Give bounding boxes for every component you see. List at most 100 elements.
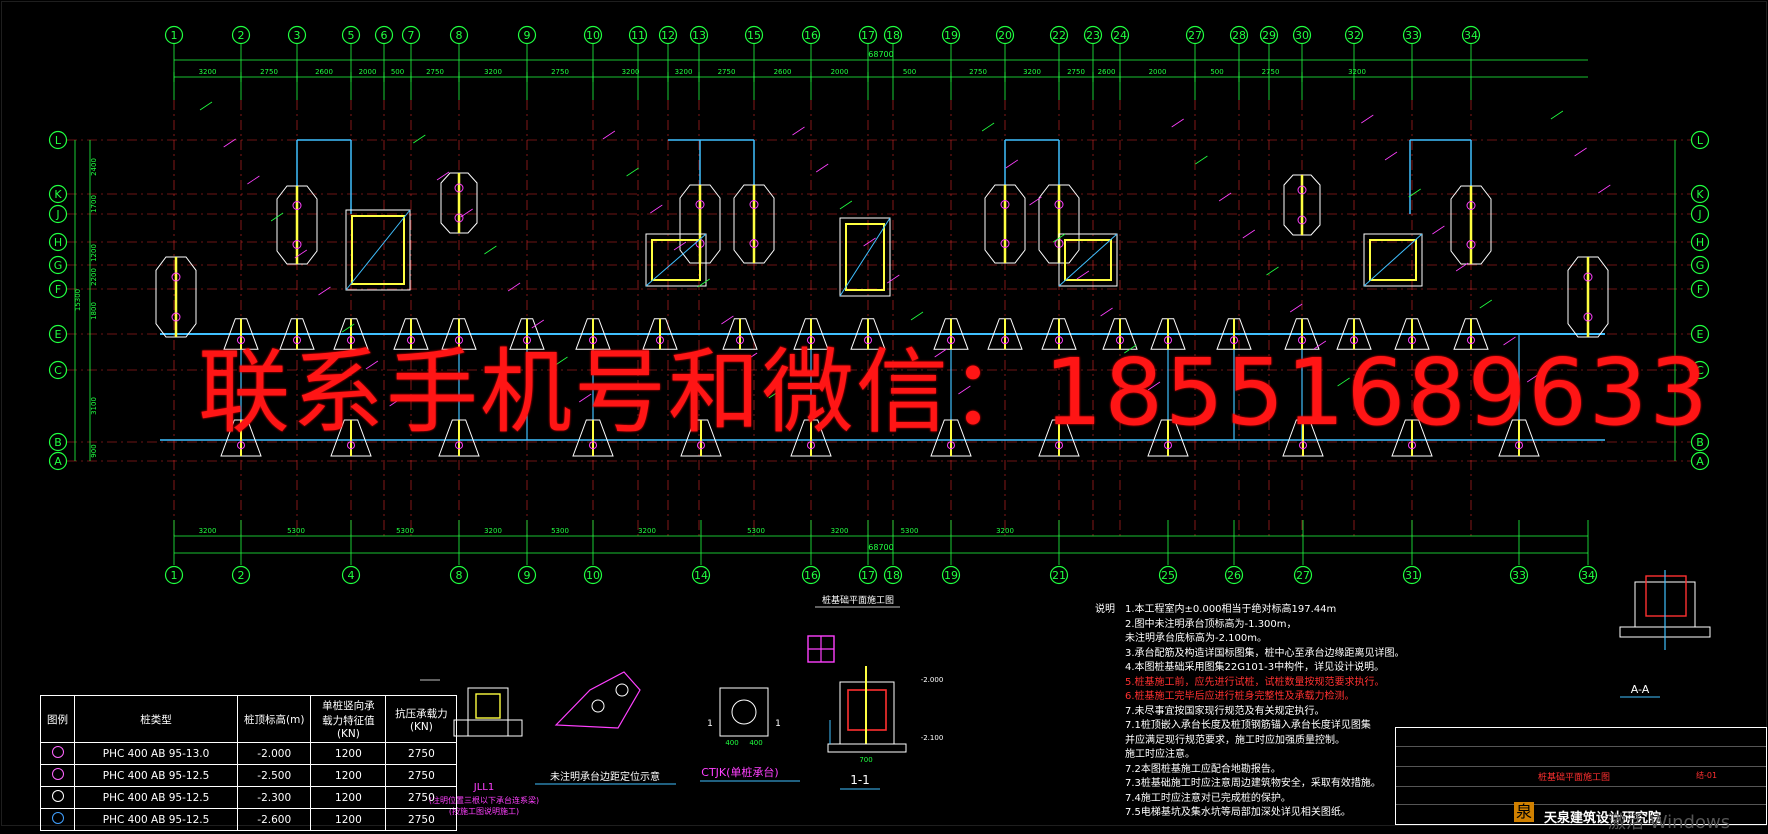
pile-cap-tri-17 [333,318,369,350]
axis-bubble-row-A-right [1690,451,1710,471]
axis-bubble-top-22 [1049,25,1069,45]
pile-symbol [454,183,464,193]
leader-mark-24 [768,389,782,399]
axis-bubble-bottom-25 [1158,565,1178,585]
axis-bubble-top-20 [995,25,1015,45]
axis-bubble-bottom-9 [517,565,537,585]
leader-mark-5 [318,286,331,296]
pile-cap-outline [441,318,477,350]
pile-symbol [1054,200,1064,209]
ctj-dim-1: 400 [725,739,738,747]
pile-cap-tri-46 [1391,419,1433,457]
pile-symbol [1299,441,1307,450]
legend-pile-type: PHC 400 AB 95-13.0 [74,742,238,765]
dim-top-span-6: 3200 [484,68,502,76]
pile-cap-tri-20 [509,318,545,350]
windows-activation-watermark: 激活 Windows [1608,812,1731,833]
note-line-8: 7.1桩顶嵌入承台长度及桩顶钢筋锚入承台长度详见图集 [1125,720,1371,731]
axis-label-row-J-right: J [1697,208,1701,221]
pile-cap-5 [984,184,1026,264]
axis-label-row-H-left: H [54,236,62,249]
leader-mark-20 [673,241,687,251]
note-line-5: 5.桩基施工前，应先进行试桩，试桩数量按规范要求执行。 [1125,676,1385,688]
note-line-12: 7.3桩基础施工时应注意周边建筑物安全，采取有效措施。 [1125,778,1381,789]
axis-label-top-28: 28 [1232,29,1246,42]
title-block-stamp: 泉 [1514,802,1534,822]
axis-bubble-top-15 [744,25,764,45]
dim-top-span-4: 500 [391,68,404,76]
leader-mark-26 [815,163,829,173]
axis-bubble-bottom-31 [1402,565,1422,585]
axis-label-row-C-left: C [54,364,62,377]
axis-bubble-top-7 [401,25,421,45]
dim-left-1: 1700 [90,195,98,213]
dim-top-span-14: 2750 [969,68,987,76]
pile-cap-outline [933,318,969,350]
note-line-2: 未注明承台底标高为-2.100m。 [1125,633,1267,644]
legend-pile-type: PHC 400 AB 95-12.5 [74,808,238,831]
axis-bubble-bottom-18 [883,565,903,585]
pile-symbol [1583,312,1593,322]
axis-label-bottom-4: 4 [348,569,355,582]
axis-label-top-22: 22 [1052,29,1066,42]
pile-cap-7 [1283,174,1321,236]
axis-label-top-8: 8 [456,29,463,42]
pile-cap-tri-29 [1102,318,1138,350]
jll1-note1: (注明位置三根以下承台连系梁) [429,795,539,805]
leader-mark-56 [1526,373,1540,383]
axis-bubble-row-J-right [1690,204,1710,224]
axis-label-bottom-17: 17 [861,569,875,582]
pile-symbol [1164,441,1172,450]
pile-symbol [1055,336,1063,345]
dim-top-span-12: 2000 [831,68,849,76]
axis-label-bottom-1: 1 [171,569,178,582]
axis-label-bottom-25: 25 [1161,569,1175,582]
pile-cap-outline [1150,318,1186,350]
legend-pile-elev: -2.300 [236,786,312,809]
axis-label-top-3: 3 [294,29,301,42]
note-line-9: 并应满足现行规范要求，施工时应加强质量控制。 [1125,734,1345,746]
pile-cap-rebar [651,239,701,281]
pile-symbol [237,336,245,345]
axis-bubble-row-C-right [1690,360,1710,380]
legend-header-row: 图例 桩类型 桩顶标高(m) 单桩竖向承载力特征值(KN) 抗压承载力(KN) [40,695,458,743]
leader-mark-28 [863,237,876,247]
pile-cap-tri-15 [223,318,259,350]
axis-label-top-33: 33 [1405,29,1419,42]
leader-mark-48 [1337,377,1350,387]
dim-bottom-span-4: 5300 [551,527,569,535]
axis-label-bottom-33: 33 [1512,569,1526,582]
grid-symbol-icon [807,635,835,663]
leader-mark-35 [1029,196,1042,206]
leader-mark-55 [1503,336,1516,346]
pile-symbol [697,441,705,450]
pile-cap-outline [1038,419,1080,457]
dim-top-span-18: 2000 [1149,68,1167,76]
leader-mark-34 [1005,159,1019,169]
pile-symbol [1408,441,1416,450]
pile-symbol [864,336,872,345]
pile-symbol [1055,441,1063,450]
pile-cap-outline [679,184,721,264]
leader-mark-38 [1100,307,1113,317]
dim-bottom-span-0: 3200 [199,527,217,535]
axis-label-bottom-2: 2 [238,569,245,582]
axis-label-row-C-right: C [1696,364,1704,377]
pile-cap-rebar [1064,239,1112,281]
axis-bubble-row-G-left [48,255,68,275]
pile-cap-outline [333,318,369,350]
axis-bubble-row-F-right [1690,279,1710,299]
dim-left-5: 3100 [90,397,98,415]
axis-label-bottom-9: 9 [524,569,531,582]
pile-symbol [807,336,815,345]
pile-cap-outline [1498,419,1540,457]
leader-mark-7 [365,360,379,370]
axis-label-top-11: 11 [631,29,645,42]
axis-bubble-top-34 [1461,25,1481,45]
section-elev-top: -2.000 [921,676,944,684]
leader-mark-31 [934,348,947,358]
axis-label-row-B-right: B [1696,436,1704,449]
